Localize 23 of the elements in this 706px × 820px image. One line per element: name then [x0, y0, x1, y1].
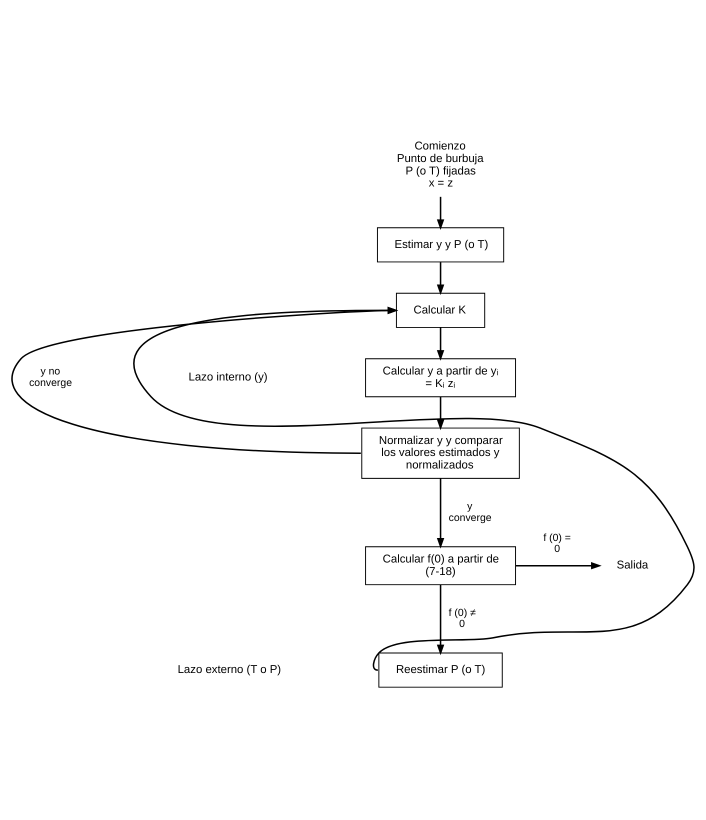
- node-box: Calcular y a partir de yᵢ = Kᵢ zᵢ: [365, 358, 516, 397]
- node-text: Salida: [616, 559, 648, 572]
- node-box: Reestimar P (o T): [378, 652, 503, 688]
- arrow: [436, 396, 444, 430]
- node-box: Estimar y y P (o T): [376, 226, 504, 262]
- arrow: [436, 262, 444, 295]
- node-box: Normalizar y y comparar los valores estimados y normalizados: [361, 427, 520, 478]
- node-box: Calcular f(0) a partir de (7-18): [365, 546, 516, 585]
- edge-label: f (0) ≠ 0: [448, 607, 476, 630]
- arrow: [436, 327, 444, 360]
- arrow: [134, 306, 695, 670]
- node-box: Calcular K: [396, 292, 486, 328]
- edge-label: y no converge: [29, 366, 72, 389]
- arrow: [12, 306, 398, 454]
- node-text: Comienzo Punto de burbuja P (o T) fijadas x = z: [396, 140, 484, 190]
- arrow: [436, 196, 444, 230]
- arrow: [516, 561, 602, 569]
- edge-label: y converge: [448, 501, 492, 524]
- edge-label: f (0) = 0: [543, 532, 571, 555]
- label: Lazo externo (T o P): [178, 664, 282, 676]
- arrow: [436, 478, 444, 548]
- arrow: [436, 584, 444, 655]
- label: Lazo interno (y): [188, 371, 268, 384]
